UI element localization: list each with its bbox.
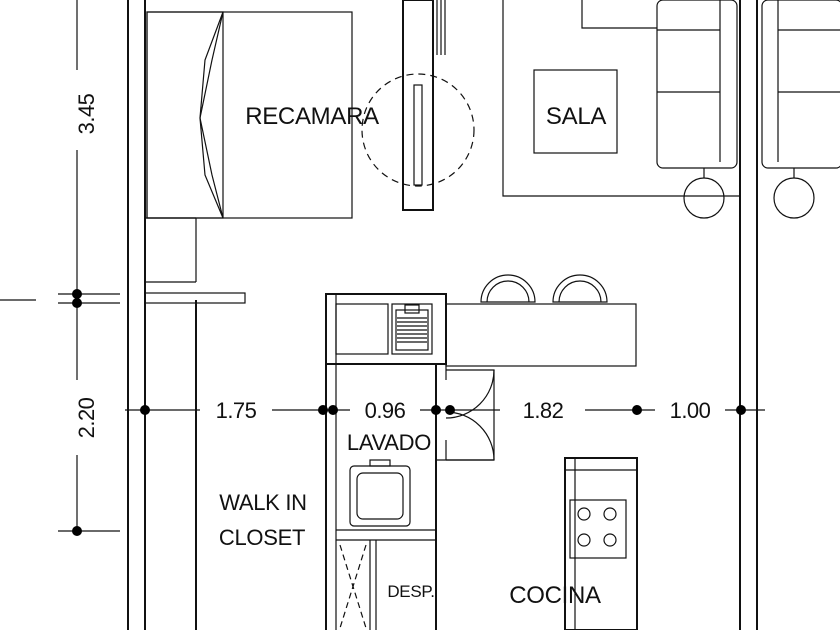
- sink: [391, 303, 433, 355]
- living-room-furniture: [502, 0, 840, 219]
- dim-dot: [431, 405, 441, 415]
- dim-dot: [328, 405, 338, 415]
- dim-dot: [445, 405, 455, 415]
- dim-h3: 1.82: [523, 398, 564, 423]
- bedroom-door: [361, 0, 475, 187]
- walls: [127, 0, 758, 630]
- stove: [564, 457, 638, 630]
- dim-vertical-top: 3.45: [74, 93, 99, 134]
- bed: [146, 11, 353, 219]
- dim-dot: [72, 289, 82, 299]
- bar-counter: [325, 274, 637, 367]
- dim-h1: 1.75: [216, 398, 257, 423]
- dim-dot: [72, 298, 82, 308]
- dim-h2: 0.96: [365, 398, 406, 423]
- room-label-sala: SALA: [546, 103, 606, 130]
- dim-dot: [72, 526, 82, 536]
- dimension-lines: [0, 0, 765, 536]
- room-label-desp: DESP.: [387, 582, 434, 601]
- dim-dot: [632, 405, 642, 415]
- dim-vertical-bottom: 2.20: [74, 397, 99, 438]
- dim-dot: [140, 405, 150, 415]
- room-label-walk-in: WALK IN: [219, 490, 307, 515]
- dim-dot: [736, 405, 746, 415]
- room-label-closet: CLOSET: [219, 525, 305, 550]
- dim-h4: 1.00: [670, 398, 711, 423]
- dim-dot: [318, 405, 328, 415]
- room-label-lavado: LAVADO: [347, 430, 431, 455]
- room-label-cocina: COCINA: [509, 582, 601, 609]
- room-label-recamara: RECAMARA: [245, 103, 379, 130]
